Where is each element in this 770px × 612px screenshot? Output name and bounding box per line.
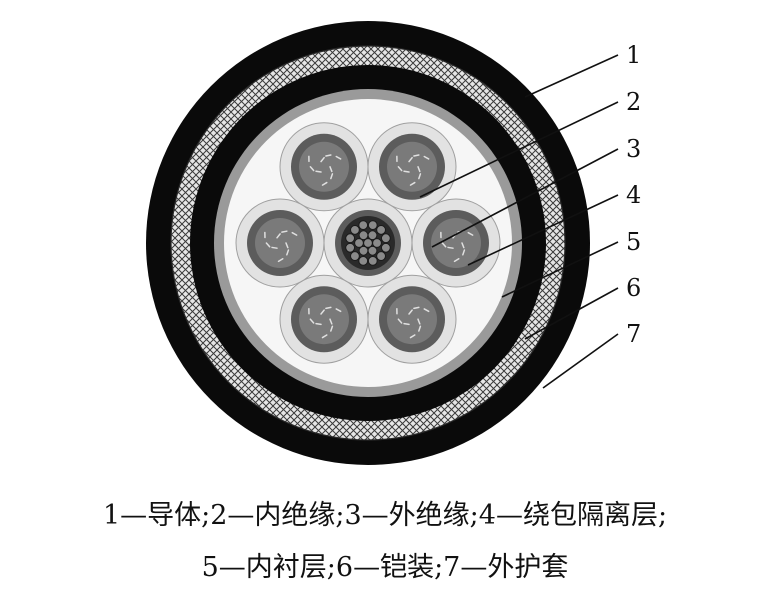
- legend-caption: 1—导体;2—内绝缘;3—外绝缘;4—绕包隔离层; 5—内衬层;6—铠装;7—外…: [0, 490, 770, 594]
- conductor-strand: [345, 233, 356, 244]
- callout-leader-7: [542, 333, 619, 389]
- cable-cross-section-diagram: 1 2 3 4 5 6 7: [146, 21, 641, 465]
- callout-number-2: 2: [626, 88, 641, 116]
- conductor-strand: [350, 251, 360, 261]
- conductor-strand: [380, 233, 391, 244]
- conductor-strand: [380, 242, 391, 253]
- conductor-texture: [409, 334, 416, 339]
- conductor-texture: [321, 334, 328, 339]
- conductor-texture: [409, 181, 416, 186]
- callout-number-3: 3: [626, 135, 641, 163]
- conductor-texture: [265, 242, 271, 248]
- conductor-texture: [418, 325, 422, 332]
- conductor-texture: [285, 242, 289, 249]
- conductor-texture: [271, 246, 278, 249]
- conductor-texture: [408, 156, 413, 163]
- conductor-strand: [376, 225, 386, 235]
- conductor-texture: [423, 308, 430, 313]
- conductor-texture: [461, 242, 465, 249]
- conductor-texture: [417, 166, 421, 173]
- callout-number-4: 4: [626, 181, 641, 209]
- conductor-strand: [358, 245, 369, 256]
- conductor-texture: [417, 318, 421, 325]
- conductor-texture: [309, 318, 315, 324]
- conductor-texture: [403, 322, 410, 326]
- conductor-strand: [350, 225, 360, 235]
- callout-leader-5: [501, 241, 619, 298]
- callout-leader-4: [467, 194, 619, 266]
- core-conductor: [299, 294, 349, 345]
- conductor-strand: [345, 242, 356, 253]
- conductor-texture: [330, 173, 334, 180]
- conductor-texture: [330, 325, 334, 332]
- conductor-strand: [358, 230, 369, 241]
- conductor-texture: [418, 173, 422, 180]
- conductor-texture: [315, 322, 322, 326]
- conductor-texture: [329, 166, 333, 173]
- conductor-texture: [286, 249, 290, 256]
- outer-core: [279, 274, 369, 364]
- legend-caption-line-1: 1—导体;2—内绝缘;3—外绝缘;4—绕包隔离层;: [102, 500, 668, 531]
- callout-number-6: 6: [626, 274, 641, 302]
- conductor-texture: [335, 308, 342, 313]
- callout-leader-3: [431, 148, 619, 248]
- outer-core: [367, 274, 457, 364]
- conductor-texture: [325, 154, 332, 157]
- conductor-texture: [321, 181, 328, 186]
- core-conductor: [255, 218, 305, 268]
- cable-cross-section-svg: 1 2 3 4 5 6 7: [146, 21, 641, 465]
- conductor-texture: [403, 170, 410, 173]
- core-conductor: [387, 294, 437, 345]
- conductor-texture: [423, 155, 430, 160]
- outer-core: [411, 198, 501, 288]
- conductor-strand: [376, 251, 386, 261]
- callout-leader-2: [419, 101, 619, 198]
- conductor-strand: [372, 238, 382, 248]
- callout-number-7: 7: [626, 320, 641, 348]
- conductor-texture: [441, 242, 447, 248]
- conductor-texture: [397, 166, 403, 172]
- conductor-texture: [320, 309, 325, 315]
- callout-leader-6: [524, 287, 619, 340]
- core-conductor: [431, 218, 481, 268]
- conductor-texture: [281, 230, 288, 233]
- conductor-texture: [315, 170, 322, 173]
- center-core: [323, 198, 413, 288]
- conductor-texture: [276, 233, 281, 239]
- callout-leader-1: [524, 54, 619, 98]
- conductor-texture: [467, 231, 474, 236]
- conductor-texture: [335, 155, 342, 160]
- conductor-texture: [397, 318, 403, 324]
- conductor-strand: [367, 245, 378, 256]
- conductor-strand: [358, 220, 369, 231]
- core-conductor: [299, 141, 349, 192]
- conductor-texture: [413, 306, 420, 310]
- callout-number-1: 1: [626, 41, 641, 69]
- callout-number-5: 5: [626, 228, 641, 256]
- conductor-texture: [309, 166, 315, 172]
- conductor-texture: [277, 258, 284, 263]
- core-conductor: [387, 141, 437, 192]
- conductor-texture: [291, 231, 298, 236]
- conductor-strand: [363, 238, 373, 248]
- conductor-texture: [462, 249, 466, 256]
- conductor-strand: [367, 220, 378, 231]
- conductor-strand: [367, 230, 378, 241]
- conductor-texture: [408, 309, 413, 315]
- conductor-texture: [329, 318, 333, 325]
- conductor-texture: [447, 246, 454, 249]
- conductor-texture: [413, 154, 420, 157]
- conductor-strand: [367, 255, 378, 266]
- conductor-strand: [358, 255, 369, 266]
- legend-caption-line-2: 5—内衬层;6—铠装;7—外护套: [201, 552, 569, 583]
- outer-core: [235, 198, 325, 288]
- conductor-strand: [354, 238, 364, 248]
- conductor-texture: [325, 306, 332, 310]
- conductor-texture: [320, 156, 325, 163]
- outer-core: [367, 122, 457, 212]
- outer-core: [279, 122, 369, 212]
- conductor-texture: [453, 258, 460, 263]
